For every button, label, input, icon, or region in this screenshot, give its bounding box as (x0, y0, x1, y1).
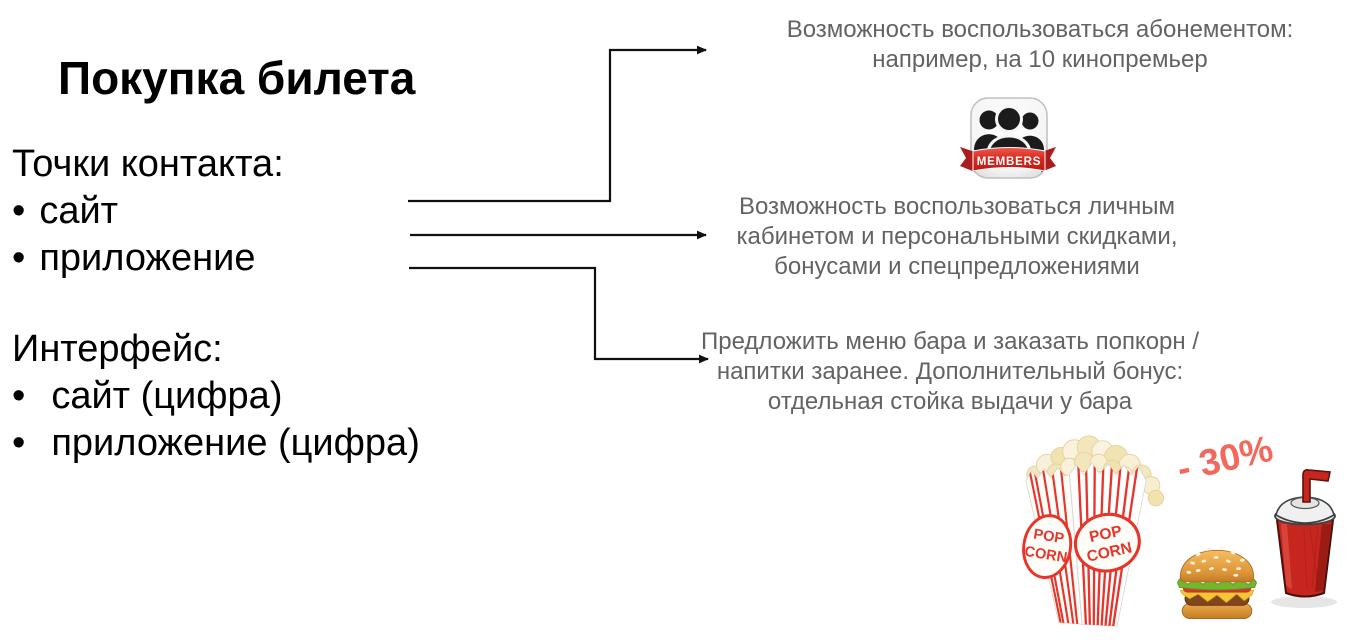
members-badge-icon: MEMBERS (960, 97, 1056, 179)
popcorn-label: CORN (1023, 544, 1068, 567)
drink-cup-icon (1271, 469, 1337, 608)
benefit-bar-text: Предложить меню бара и заказать попкорн … (701, 328, 1199, 415)
list-item: • сайт (12, 188, 284, 235)
page-title: Покупка билета (58, 51, 416, 104)
contact-points-section: Точки контакта: • сайт • приложение (12, 141, 284, 282)
popcorn-label: POP (1088, 523, 1124, 546)
list-item: • приложение (12, 235, 284, 282)
arrow-to-subscription (408, 45, 707, 203)
burger-icon (1177, 546, 1257, 619)
list-item: • приложение (цифра) (12, 420, 420, 467)
interface-heading: Интерфейс: (12, 328, 223, 370)
interface-list: • сайт (цифра) • приложение (цифра) (12, 373, 420, 467)
list-item: • сайт (цифра) (12, 373, 420, 420)
interface-section: Интерфейс: • сайт (цифра) • приложение (… (12, 326, 420, 467)
list-item-label: сайт (39, 190, 119, 232)
popcorn-box-icon: POP CORN POP CORN (1022, 435, 1164, 627)
bullet-glyph: • (12, 237, 26, 279)
contact-points-list: • сайт • приложение (12, 188, 284, 282)
benefit-account-text: Возможность воспользоваться личным кабин… (736, 193, 1178, 280)
members-badge-label: MEMBERS (977, 156, 1041, 168)
bullet-glyph: • (12, 190, 26, 232)
benefit-subscription-text: Возможность воспользоваться абонементом:… (786, 16, 1294, 73)
list-item-label: приложение (цифра) (51, 422, 420, 464)
bullet-glyph: • (12, 375, 26, 417)
contact-points-heading: Точки контакта: (12, 143, 284, 185)
list-item-label: приложение (39, 237, 256, 279)
bullet-glyph: • (12, 422, 26, 464)
popcorn-label: POP (1032, 527, 1065, 548)
list-item-label: сайт (цифра) (51, 375, 283, 417)
